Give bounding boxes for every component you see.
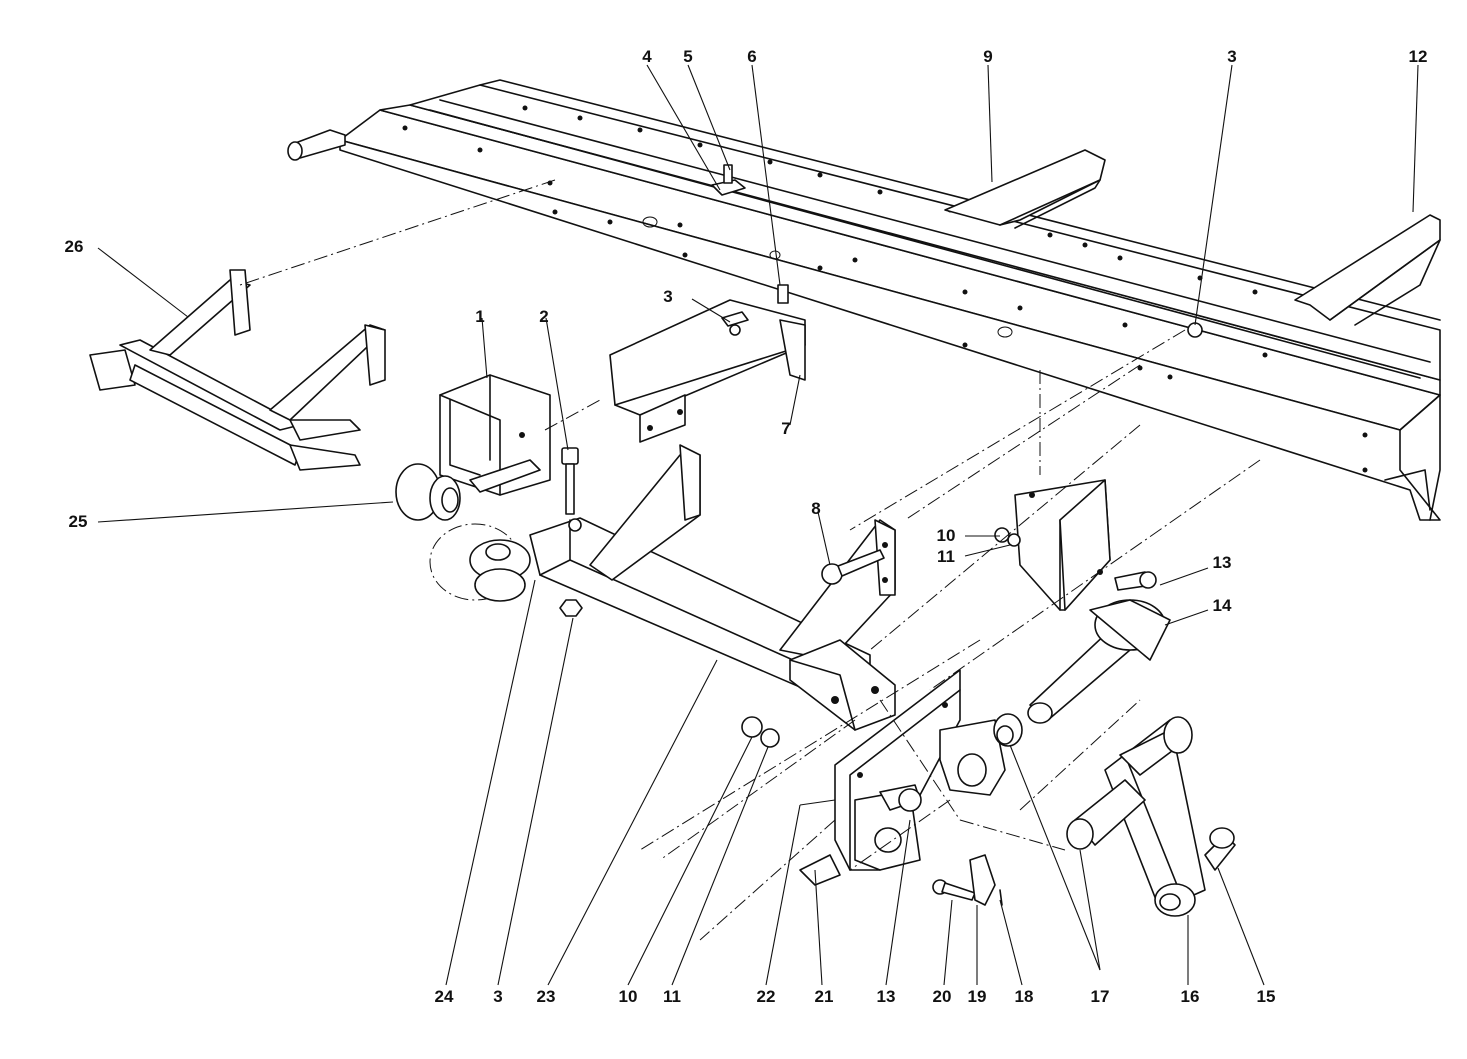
callout-21: 21: [815, 987, 834, 1006]
clamp-plate: [711, 164, 1203, 338]
callout-18: 18: [1015, 987, 1034, 1006]
leader-lines: [97, 64, 1419, 986]
small-hardware: [741, 716, 1003, 906]
bolt-13: [1114, 571, 1157, 591]
callout-7: 7: [781, 419, 790, 438]
nut-3: [559, 599, 583, 617]
callout-20: 20: [933, 987, 952, 1006]
callout-12: 12: [1409, 47, 1428, 66]
callout-13: 13: [877, 987, 896, 1006]
main-chassis-rail: [287, 79, 1441, 521]
rail-mount-bracket: [609, 299, 806, 443]
lever-16: [1066, 716, 1236, 917]
cross-member-9: [944, 149, 1106, 229]
callout-1: 1: [475, 307, 484, 326]
pin-14: [1027, 599, 1171, 724]
callout-10: 10: [937, 526, 956, 545]
callout-3: 3: [493, 987, 502, 1006]
callout-24: 24: [435, 987, 454, 1006]
callout-15: 15: [1257, 987, 1276, 1006]
pivot-block: [854, 713, 1023, 871]
assembly-lines: [239, 179, 1261, 941]
frame-assembly-26: [89, 269, 386, 471]
callout-3: 3: [1227, 47, 1236, 66]
drawbar-frame-23: [529, 444, 896, 731]
callout-5: 5: [683, 47, 692, 66]
callout-25: 25: [69, 512, 88, 531]
part-number-callouts: 4 5 6 9 3 12 26 1 2 3 7 25 8 10 11 13 14…: [65, 47, 1428, 1006]
callout-8: 8: [811, 499, 820, 518]
bolt-8: [821, 549, 885, 585]
cross-member-12: [1294, 214, 1441, 326]
callout-17: 17: [1091, 987, 1110, 1006]
callout-13: 13: [1213, 553, 1232, 572]
callout-11: 11: [663, 987, 681, 1006]
callout-26: 26: [65, 237, 84, 256]
callout-11: 11: [937, 547, 955, 566]
callout-14: 14: [1213, 596, 1232, 615]
bolt-2: [561, 447, 579, 515]
callout-23: 23: [537, 987, 556, 1006]
bracket-1: [439, 374, 551, 496]
support-bracket: [994, 479, 1111, 611]
roller-25: [395, 463, 531, 602]
callout-2: 2: [539, 307, 548, 326]
callout-6: 6: [747, 47, 756, 66]
callout-19: 19: [968, 987, 987, 1006]
callout-22: 22: [757, 987, 776, 1006]
callout-3: 3: [663, 287, 672, 306]
callout-4: 4: [642, 47, 652, 66]
callout-16: 16: [1181, 987, 1200, 1006]
callout-9: 9: [983, 47, 992, 66]
callout-10: 10: [619, 987, 638, 1006]
